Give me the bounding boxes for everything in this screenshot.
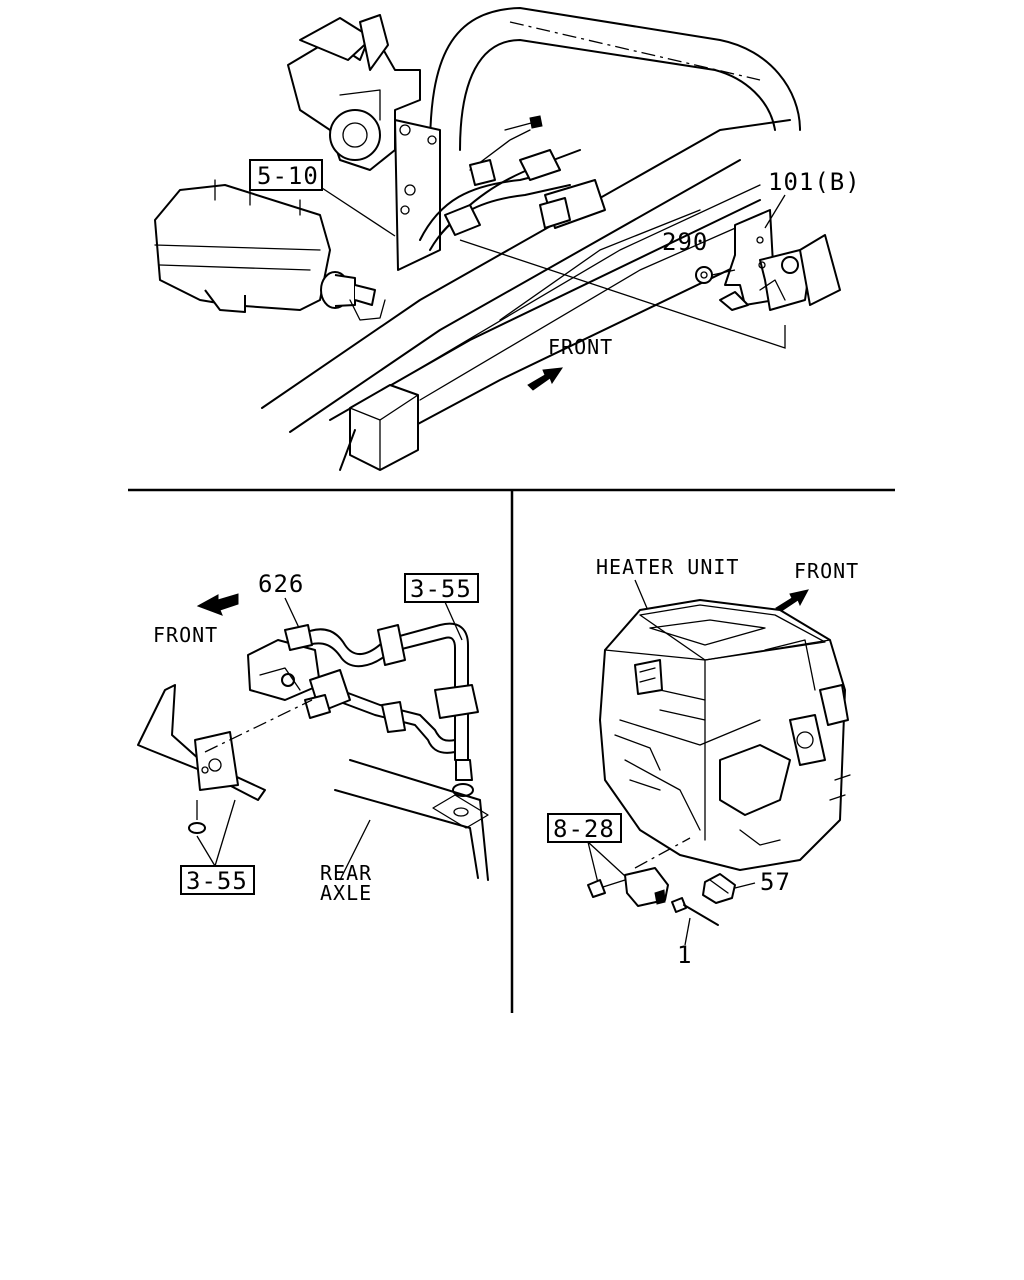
- svg-text:5-10: 5-10: [257, 162, 319, 190]
- label-290: 290: [662, 228, 708, 256]
- top-view: 5-10 101(B) 290 FRONT: [154, 7, 861, 471]
- front-arrow-icon: [527, 367, 564, 391]
- front-label-top: FRONT: [548, 335, 613, 359]
- label-101b: 101(B): [768, 168, 861, 196]
- svg-text:3-55: 3-55: [186, 867, 248, 895]
- ref-box-5-10: 5-10: [249, 159, 323, 191]
- label-rear: REAR: [320, 861, 372, 885]
- nut-290: [695, 266, 713, 284]
- label-axle: AXLE: [320, 881, 372, 905]
- ref-box-3-55-lower: 3-55: [180, 865, 255, 895]
- svg-text:8-28: 8-28: [553, 815, 615, 843]
- sensor-1: [624, 867, 669, 907]
- ref-box-3-55-upper: 3-55: [404, 573, 479, 603]
- front-label-left: FRONT: [153, 623, 218, 647]
- ref-box-8-28: 8-28: [547, 813, 622, 843]
- label-57: 57: [760, 868, 791, 896]
- front-arrow-icon: [196, 593, 239, 616]
- bottom-right-view: HEATER UNIT FRONT 8-28: [547, 555, 859, 969]
- front-arrow-icon: [775, 589, 809, 613]
- svg-text:3-55: 3-55: [410, 575, 472, 603]
- label-626: 626: [258, 570, 304, 598]
- label-1: 1: [677, 941, 692, 969]
- bottom-left-view: FRONT 626 3-55 REAR AXLE: [137, 570, 489, 905]
- bracket-101b: [719, 209, 841, 311]
- clip-57: [702, 873, 736, 904]
- front-label-right: FRONT: [794, 559, 859, 583]
- heater-unit-label: HEATER UNIT: [596, 555, 739, 579]
